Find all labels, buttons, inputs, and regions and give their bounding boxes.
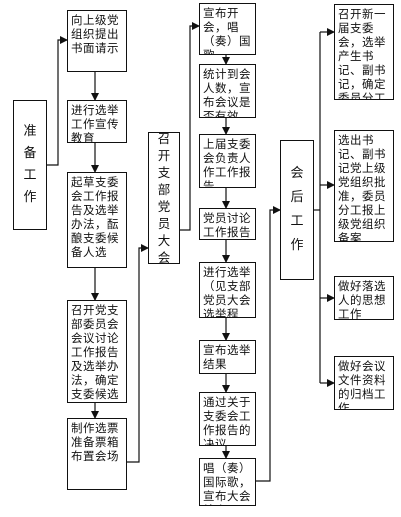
meeting-step-3: 上届支委会负责人作工作报告 [199, 134, 256, 188]
after-step-3-text: 做好落选人的思想工作 [338, 279, 386, 320]
meeting-step-8: 唱（奏）国际歌，宣布大会结束 [199, 458, 256, 506]
after-step-2-text: 选出书记、副书记党上级党组织批准，委员分工报上级党组织备案 [338, 133, 386, 242]
arrow-prepare-to-meeting [127, 244, 149, 463]
stage-after-label: 会后工作 [290, 166, 304, 253]
prepare-step-1-text: 向上级党组织提出书面请示 [71, 13, 119, 55]
stage-meeting: 召开支部党员大会 [148, 132, 180, 264]
prepare-step-2-text: 进行选举工作宣传教育 [71, 103, 119, 143]
meeting-step-5-text: 进行选举（见支部党员大会选举程序） [203, 265, 251, 318]
arrow-meeting-to-after [256, 206, 281, 482]
prepare-step-3-text: 起草支委会工作报告及选举办法，酝酿支委候备人选 [71, 175, 119, 259]
after-step-4-text: 做好会议文件资料的归档工作 [338, 359, 386, 410]
meeting-step-8-text: 唱（奏）国际歌，宣布大会结束 [203, 461, 251, 505]
prepare-step-4: 召开党支部委员会会议讨论工作报告及选举办法，确定支委候选人预备人选 [67, 300, 127, 403]
after-step-3: 做好落选人的思想工作 [334, 276, 394, 320]
prepare-step-5-text: 制作选票准备票箱布置会场 [71, 421, 119, 463]
stage-meeting-label: 召开支部党员大会 [157, 132, 171, 264]
meeting-step-5: 进行选举（见支部党员大会选举程序） [199, 262, 256, 318]
meeting-step-7: 通过关于支委会工作报告的决议 [199, 392, 256, 446]
after-step-1-text: 召开新一届支委会，选举产生书记、副书记，确定委员分工 [338, 7, 386, 100]
stage-prepare-label: 准备工作 [23, 124, 37, 205]
meeting-step-7-text: 通过关于支委会工作报告的决议 [203, 395, 251, 446]
meeting-step-6-text: 宣布选举结果 [203, 343, 251, 371]
prepare-step-3: 起草支委会工作报告及选举办法，酝酿支委候备人选 [67, 172, 127, 268]
meeting-step-4-text: 党员讨论工作报告 [203, 211, 251, 239]
meeting-step-3-text: 上届支委会负责人作工作报告 [203, 137, 251, 188]
stage-after: 会后工作 [280, 140, 314, 280]
prepare-step-4-text: 召开党支部委员会会议讨论工作报告及选举办法，确定支委候选人预备人选 [71, 303, 119, 402]
arrow-meeting-to-step1 [180, 22, 200, 231]
meeting-step-2-text: 统计到会人数，宣布会议是否有效 [203, 67, 251, 118]
meeting-step-2: 统计到会人数，宣布会议是否有效 [199, 64, 256, 118]
after-step-1: 召开新一届支委会，选举产生书记、副书记，确定委员分工 [334, 4, 394, 100]
stage-prepare: 准备工作 [13, 100, 47, 230]
prepare-step-2: 进行选举工作宣传教育 [67, 100, 127, 143]
meeting-step-4: 党员讨论工作报告 [199, 208, 256, 240]
prepare-step-5: 制作选票准备票箱布置会场 [67, 418, 127, 490]
meeting-step-6: 宣布选举结果 [199, 340, 256, 374]
after-step-4: 做好会议文件资料的归档工作 [334, 356, 394, 410]
after-step-2: 选出书记、副书记党上级党组织批准，委员分工报上级党组织备案 [334, 130, 394, 242]
arrow-prepare-to-step1 [47, 36, 68, 166]
meeting-step-1-text: 宣布开会，唱（奏）国歌 [203, 6, 251, 55]
meeting-step-1: 宣布开会，唱（奏）国歌 [199, 3, 256, 55]
prepare-step-1: 向上级党组织提出书面请示 [67, 10, 127, 72]
